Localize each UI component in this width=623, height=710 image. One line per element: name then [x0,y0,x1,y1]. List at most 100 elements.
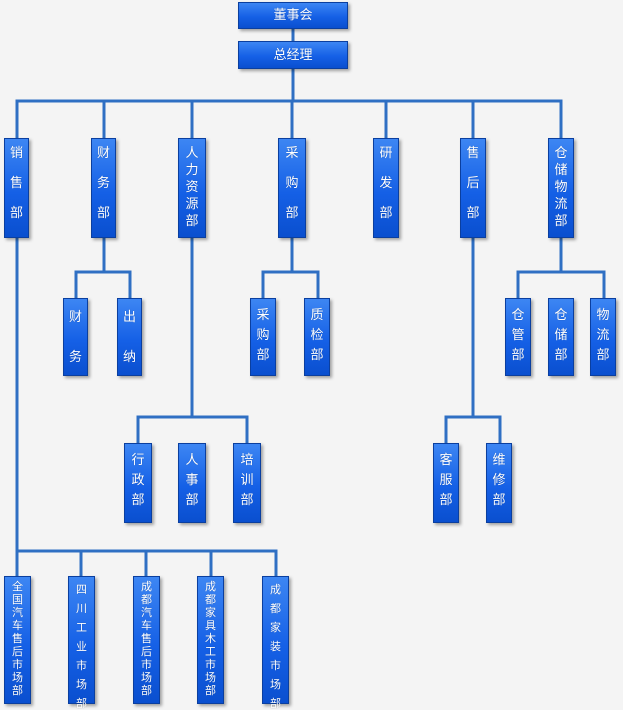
node-market-4: 成都家具木工市场部 [197,576,224,704]
node-warehouse-sub-2-char: 储 [554,328,568,343]
node-hr-sub-2-char: 事 [185,473,199,488]
node-purchasing-sub-1-char: 采 [256,308,270,323]
node-finance: 财务部 [91,138,116,238]
node-rnd-char: 研 [379,146,393,161]
node-market-3-char: 市 [141,658,152,671]
node-finance-sub-1-char: 务 [68,350,82,365]
node-hr-sub-1-char: 部 [131,493,145,508]
node-purchasing: 采购部 [278,138,306,238]
node-market-2-char: 市 [76,659,87,672]
node-finance-char: 财 [96,146,110,161]
node-market-2-char: 川 [76,602,87,615]
node-rnd-char: 发 [379,176,393,191]
node-market-2: 四川工业市场部 [68,576,95,710]
node-market-5-char: 都 [270,602,281,615]
node-market-5-char: 成 [270,583,281,596]
node-market-5: 成都家装市场部 [262,576,289,710]
node-warehouse-sub-3: 物流部 [590,298,616,376]
node-market-1-char: 国 [12,593,23,606]
node-hr-sub-2-char: 人 [185,453,199,468]
node-market-3-char: 后 [141,645,152,658]
node-warehouse-char: 部 [554,214,568,229]
node-sales-char: 部 [9,206,23,221]
node-purchasing-sub-1: 采购部 [250,298,276,376]
node-warehouse: 仓储物流部 [548,138,574,238]
node-purchasing-sub-1-char: 购 [256,328,270,343]
node-market-4-char: 场 [205,671,216,684]
node-general-manager-label: 总经理 [273,47,313,63]
node-finance-sub-2: 出纳 [117,298,142,376]
node-after-sales: 售后部 [460,138,486,238]
node-warehouse-sub-2-char: 部 [554,348,568,363]
node-market-4-char: 成 [205,580,216,593]
node-purchasing-char: 采 [285,146,299,161]
node-purchasing-sub-2-char: 检 [310,328,324,343]
node-market-1: 全国汽车售后市场部 [4,576,31,704]
node-warehouse-sub-2: 仓储部 [548,298,574,376]
node-after-sales-char: 售 [466,146,480,161]
node-warehouse-sub-2-char: 仓 [554,308,568,323]
node-hr-sub-3-char: 部 [240,493,254,508]
node-after-sales-char: 后 [466,176,480,191]
node-finance-sub-1: 财务 [63,298,88,376]
node-rnd-char: 部 [379,206,393,221]
node-hr-sub-3-char: 培 [240,453,254,468]
node-purchasing-sub-1-char: 部 [256,348,270,363]
node-market-1-char: 车 [12,619,23,632]
node-after-sales-sub-2-char: 部 [492,493,506,508]
node-warehouse-sub-3-char: 物 [596,308,610,323]
node-warehouse-sub-3-char: 流 [596,328,610,343]
node-after-sales-sub-2-char: 修 [492,473,506,488]
node-after-sales-sub-1: 客服部 [433,443,459,523]
node-market-2-char: 场 [76,678,87,691]
node-purchasing-sub-2-char: 质 [310,308,324,323]
node-hr-sub-1: 行政部 [124,443,152,523]
node-hr-sub-3: 培训部 [233,443,261,523]
node-warehouse-char: 仓 [554,146,568,161]
node-after-sales-sub-1-char: 部 [439,493,453,508]
node-market-3: 成都汽车售后市场部 [133,576,160,704]
node-market-3-char: 都 [141,593,152,606]
node-market-2-char: 工 [76,621,87,634]
node-warehouse-sub-1-char: 部 [511,348,525,363]
node-market-3-char: 部 [141,684,152,697]
node-sales: 销售部 [4,138,29,238]
node-finance-sub-2-char: 出 [122,310,136,325]
node-market-3-char: 车 [141,619,152,632]
node-hr-char: 源 [185,197,199,212]
node-market-3-char: 汽 [141,606,152,619]
node-hr: 人力资源部 [178,138,206,238]
node-market-3-char: 售 [141,632,152,645]
node-after-sales-sub-2: 维修部 [486,443,512,523]
node-hr-sub-1-char: 行 [131,453,145,468]
node-warehouse-char: 物 [554,180,568,195]
node-warehouse-sub-1-char: 管 [511,328,525,343]
node-market-5-char: 场 [270,678,281,691]
node-market-1-char: 部 [12,684,23,697]
node-purchasing-sub-2-char: 部 [310,348,324,363]
node-market-1-char: 后 [12,645,23,658]
node-hr-char: 力 [185,163,199,178]
node-sales-char: 销 [9,146,23,161]
node-after-sales-sub-1-char: 客 [439,453,453,468]
node-warehouse-sub-3-char: 部 [596,348,610,363]
node-market-2-char: 四 [76,583,87,596]
node-warehouse-char: 储 [554,163,568,178]
node-market-5-char: 市 [270,659,281,672]
node-market-3-char: 成 [141,580,152,593]
node-market-2-char: 业 [76,640,87,653]
node-warehouse-sub-1: 仓管部 [505,298,531,376]
node-hr-char: 部 [185,214,199,229]
node-finance-char: 部 [96,206,110,221]
node-market-1-char: 全 [12,580,23,593]
node-sales-char: 售 [9,176,23,191]
node-market-1-char: 市 [12,658,23,671]
node-market-5-char: 装 [270,640,281,653]
node-warehouse-char: 流 [554,197,568,212]
node-board-label: 董事会 [273,8,313,23]
node-market-4-char: 具 [205,619,216,632]
node-hr-sub-2: 人事部 [178,443,206,523]
node-market-4-char: 市 [205,658,216,671]
node-hr-char: 资 [185,180,199,195]
